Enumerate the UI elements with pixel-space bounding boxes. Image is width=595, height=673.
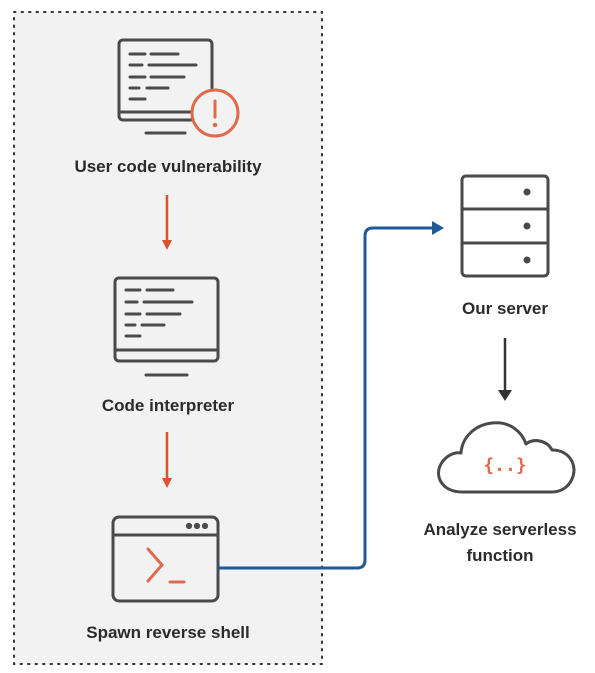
server-rack-icon (460, 174, 550, 278)
function-label: function (466, 546, 534, 565)
document-monitor-icon (113, 276, 220, 377)
arrowhead-server (432, 221, 444, 235)
cloud-function-icon (437, 421, 576, 494)
our-server-label: Our server (462, 299, 548, 318)
function-braces-text: {..} (483, 455, 527, 476)
arrowhead-analyze (498, 390, 512, 401)
code-interpreter-label: Code interpreter (101, 396, 235, 415)
arrow-shell-to-server (218, 226, 432, 570)
document-monitor-with-warning-icon (117, 38, 240, 138)
user-code-vulnerability-label: User code vulnerability (74, 157, 262, 176)
analyze-serverless-label: Analyze serverless (423, 520, 577, 539)
terminal-window-icon (111, 515, 220, 603)
spawn-reverse-shell-label: Spawn reverse shell (86, 623, 250, 642)
